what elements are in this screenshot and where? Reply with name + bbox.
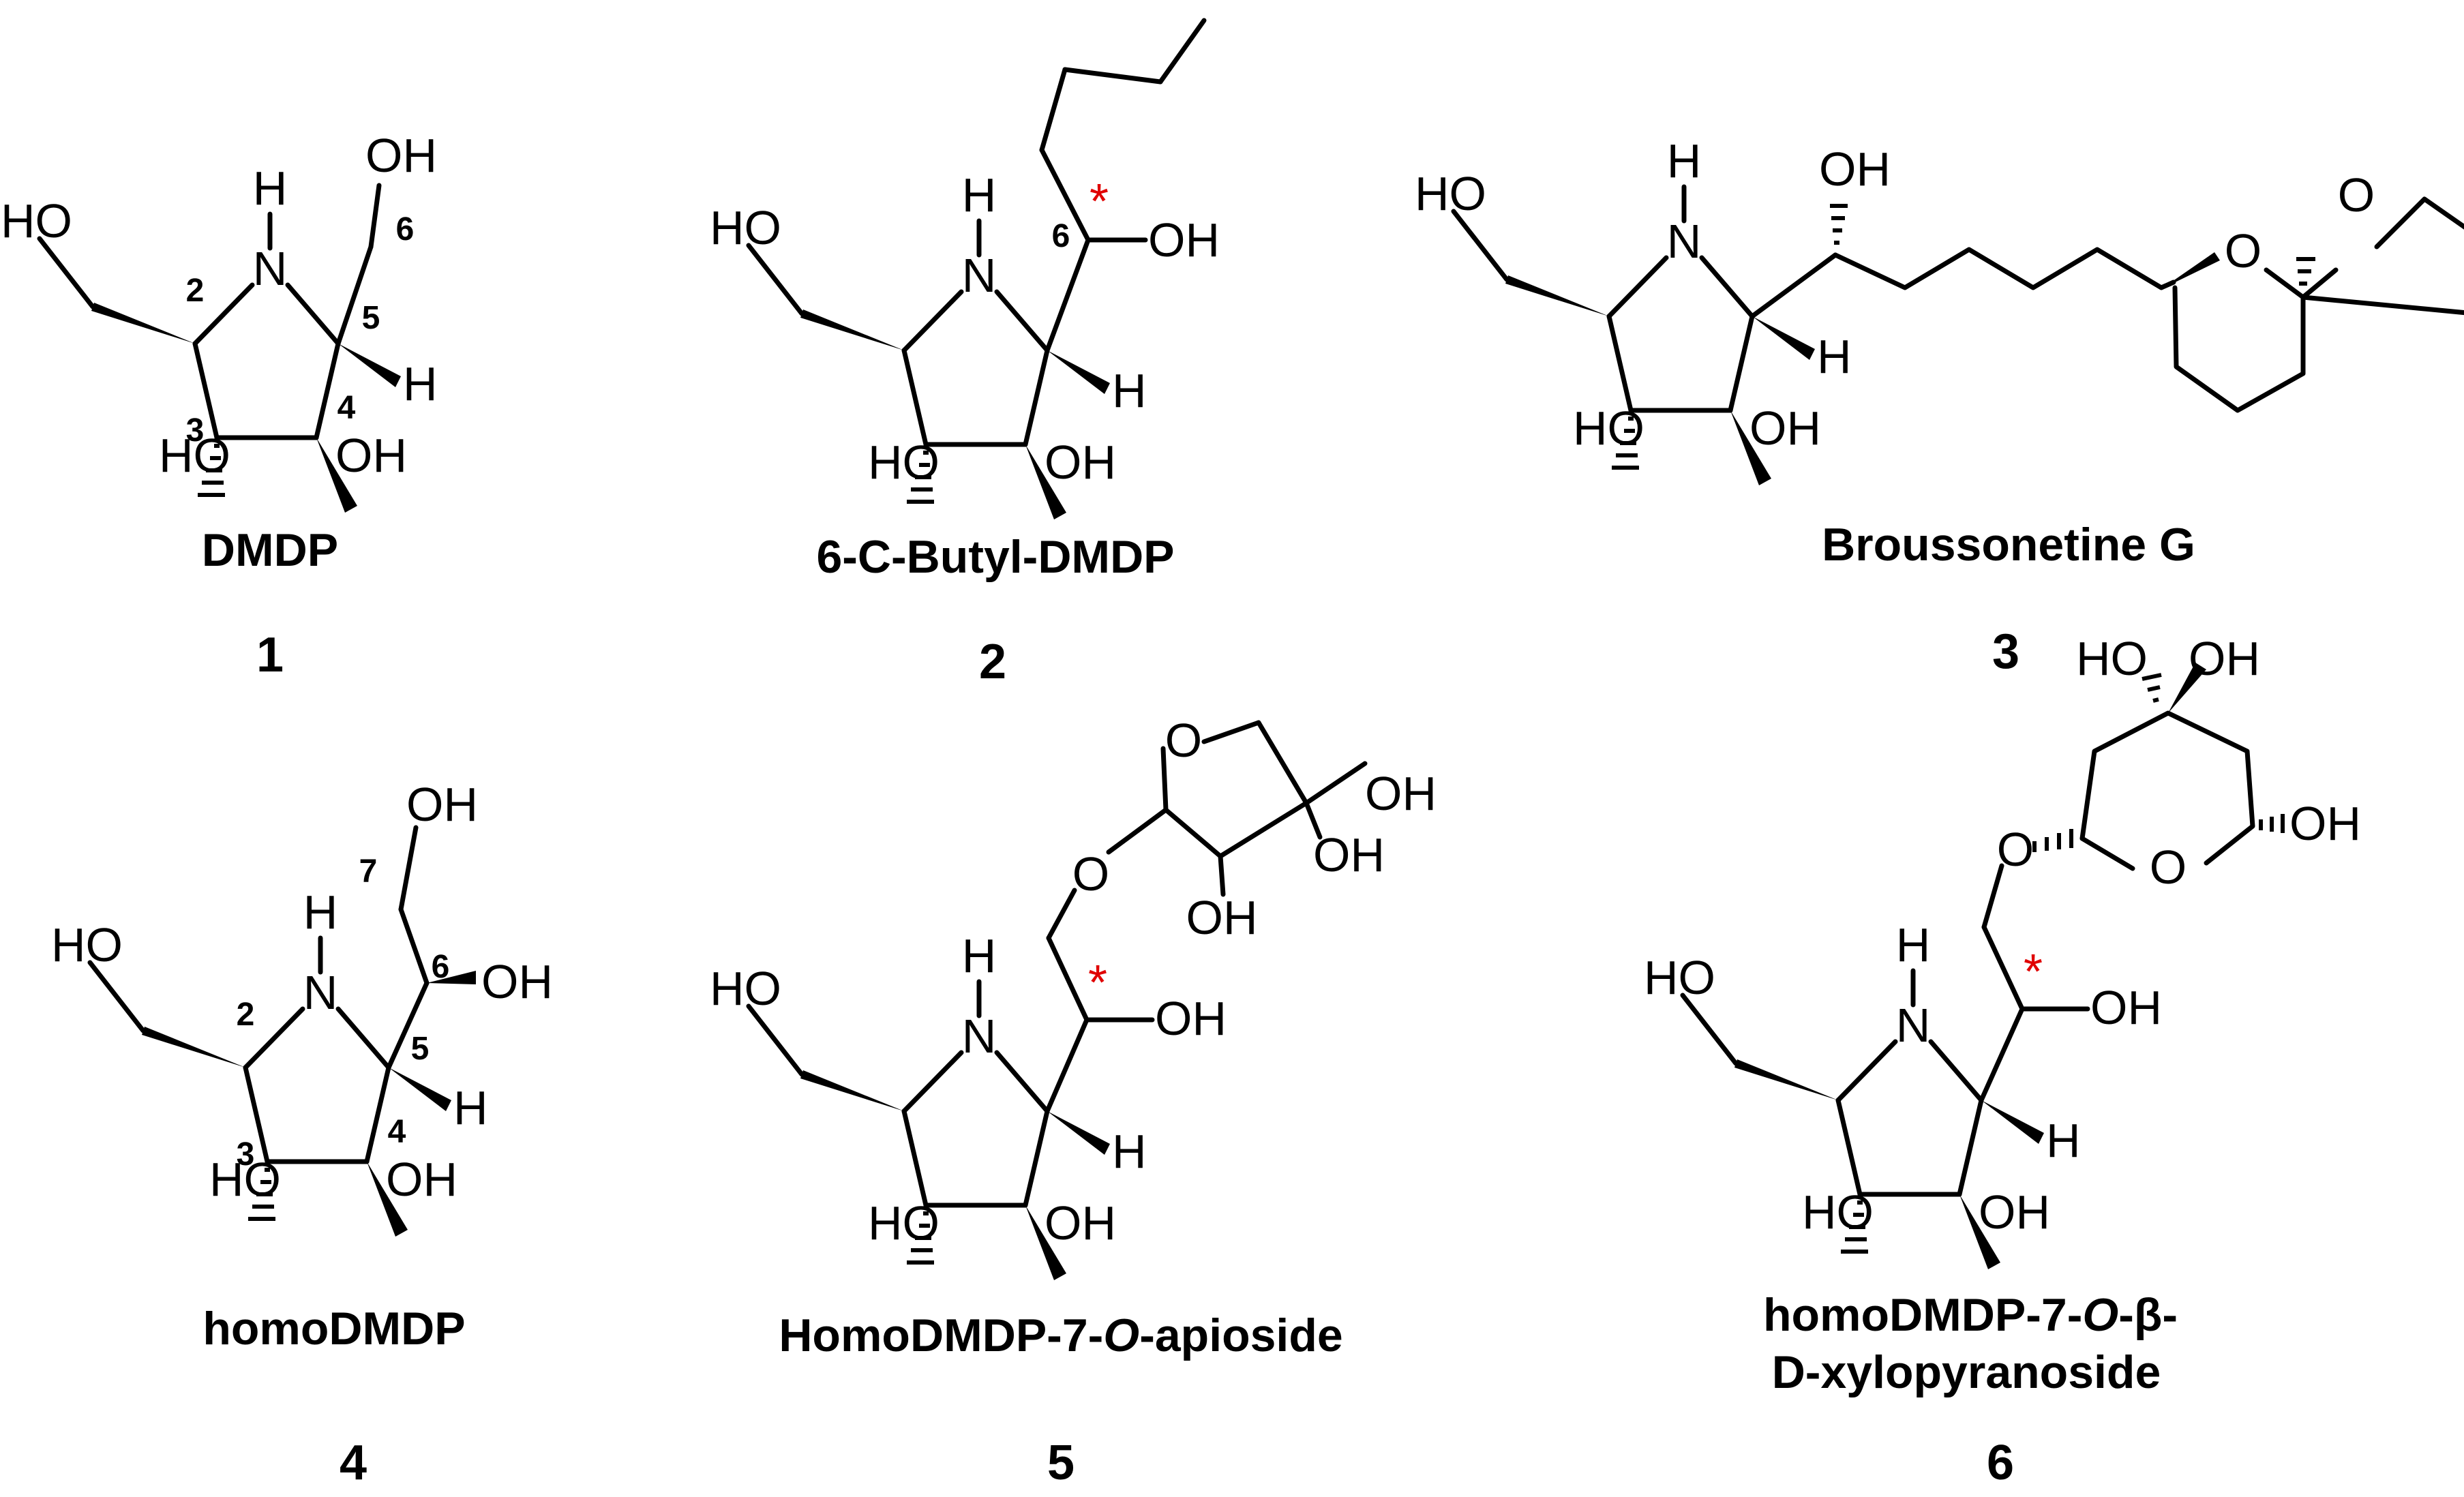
c6-oh: OH [1148,213,1220,267]
compound-6-number: 6 [1987,1436,2014,1490]
ring-n: N [1667,215,1702,268]
locant-2: 2 [237,997,255,1033]
locant-5: 5 [411,1031,430,1067]
glycosidic-oxygen: O [1072,847,1109,901]
xylose-c3-oh: OH [2189,632,2260,685]
glycosidic-oxygen: O [1997,823,2034,876]
stereocenter-asterisk: * [1088,956,1107,1010]
n-h: H [962,929,997,982]
compound-6: N H HO OH H HO OH O O HO OH OH * [1644,632,2361,1269]
c3-ho: HO [1802,1185,1874,1239]
ring-n: N [253,242,288,295]
c5-h: H [453,1081,488,1134]
stereocenter-asterisk: * [2024,945,2043,999]
xylose-ring-oxygen: O [2150,841,2187,894]
compound-3-name: Broussonetine G [1822,519,2195,571]
c3-ho: HO [868,1196,940,1250]
pyran-oxygen: O [2225,224,2262,277]
locant-3: 3 [186,412,205,449]
locant-7: 7 [359,853,378,890]
compound-4: N H HO OH OH H HO OH 2 3 4 5 6 7 [51,778,553,1237]
c5-h: H [1112,364,1147,417]
c4-oh: OH [1979,1185,2050,1239]
compound-1: N H HO OH H HO OH 2 3 4 5 6 [1,129,438,513]
xylose-c2-ho: HO [2076,632,2148,685]
xylose-c4-oh: OH [2289,797,2361,850]
compound-6-name-line1: homoDMDP-7-O-β- [1763,1289,2178,1341]
compound-2-number: 2 [979,635,1006,689]
compound-5-name: HomoDMDP-7-O-apioside [779,1310,1342,1361]
hydroxymethyl-ho: HO [710,962,781,1015]
c5-h: H [1112,1125,1147,1178]
c4-oh: OH [335,429,407,482]
ring-n: N [962,1010,997,1063]
c4-oh: OH [1045,436,1116,489]
stereocenter-asterisk: * [1090,175,1109,229]
compound-5: N H HO OH H HO OH O O OH OH OH * [710,714,1437,1280]
apiose-c3-oh: OH [1313,828,1385,881]
c3-ho: HO [1573,402,1644,455]
c6-oh: OH [1155,992,1227,1045]
compound-5-number: 5 [1047,1436,1075,1490]
c7-oh: OH [406,778,478,831]
hydroxymethyl-ho: HO [1,194,72,247]
compound-1-number: 1 [256,628,284,682]
n-h: H [1667,134,1702,187]
compound-1-name: DMDP [202,524,338,576]
c3-ho: HO [868,436,940,489]
compound-3: N H HO OH H HO OH O O [1415,134,2464,485]
c5-h: H [403,357,438,410]
chain-oh: OH [1819,142,1891,196]
c6-oh: OH [2090,981,2162,1034]
locant-2: 2 [186,273,205,309]
c3-ho: HO [209,1153,281,1206]
n-h: H [303,886,338,939]
apiose-ring-oxygen: O [1165,714,1202,767]
locant-3: 3 [237,1136,255,1173]
locant-6: 6 [1052,218,1070,254]
n-h: H [1896,918,1931,971]
hydroxymethyl-ho: HO [1415,167,1486,220]
locant-6: 6 [432,949,450,985]
c4-oh: OH [386,1153,457,1206]
c4-oh: OH [1749,402,1821,455]
compound-3-number: 3 [1992,624,2019,679]
c4-oh: OH [1045,1196,1116,1250]
locant-5: 5 [362,300,380,336]
thf-oxygen: O [2338,168,2375,222]
ring-n: N [962,249,997,302]
n-h: H [962,168,997,222]
apiose-ch2-oh: OH [1365,767,1437,820]
ring-n: N [1896,999,1931,1052]
compound-4-number: 4 [340,1436,367,1490]
compound-2-name: 6-C-Butyl-DMDP [816,531,1174,583]
compound-4-name: homoDMDP [202,1303,465,1355]
locant-6: 6 [396,211,415,247]
c3-ho: HO [159,429,230,482]
n-h: H [253,162,288,215]
apiose-c2-oh: OH [1186,891,1258,944]
hydroxymethyl-ho: HO [51,918,123,971]
c5-h: H [1817,330,1852,383]
compound-2: N H HO OH H HO OH 6 * [710,18,1220,519]
hydroxymethyl-ho: HO [710,201,781,254]
c5-h: H [2046,1114,2081,1167]
ring-n: N [303,966,338,1019]
hydroxymethyl-ho: HO [1644,951,1715,1004]
locant-4: 4 [388,1114,406,1150]
locant-4: 4 [337,390,356,426]
c6-oh: OH [481,955,553,1008]
c6-oh: OH [365,129,437,182]
compound-6-name-line2: D-xylopyranoside [1772,1346,2161,1398]
